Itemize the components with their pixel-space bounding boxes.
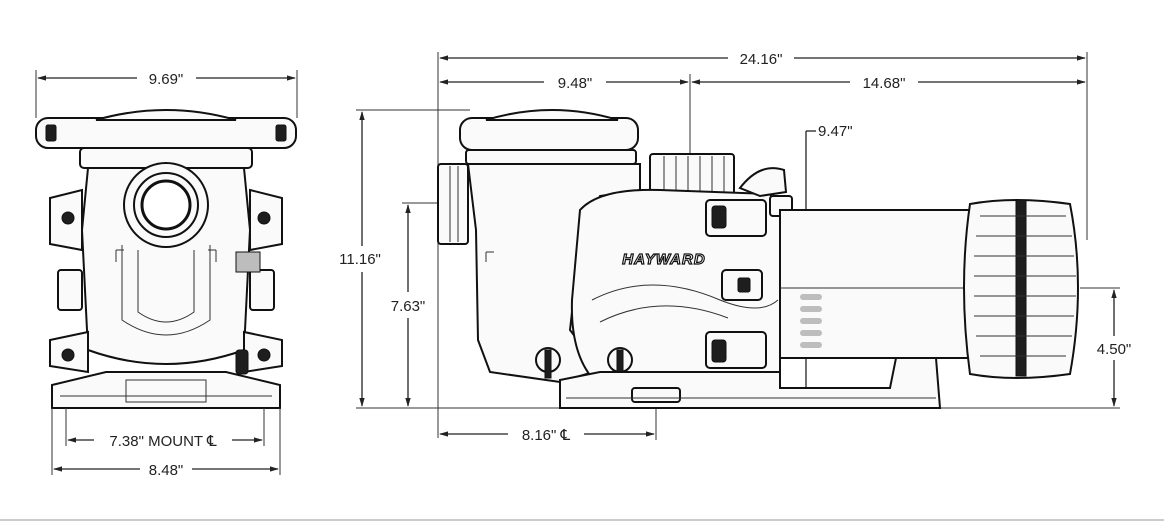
dim-front-mount-width: 7.38" MOUNT ℄ (109, 433, 217, 450)
vent-slot (800, 330, 822, 336)
vent-slot (800, 306, 822, 312)
lid-tab-right (275, 124, 287, 142)
dim-strainer-length: 9.48" (558, 75, 593, 92)
drain-plug-stem (544, 349, 552, 379)
bolt-icon (257, 211, 271, 225)
drain-plug-icon (235, 349, 249, 375)
centerline-mark (485, 251, 494, 262)
vent-slot (800, 342, 822, 348)
centerline-marks (115, 249, 217, 262)
housing-contour (121, 245, 211, 336)
lid-dome (95, 109, 237, 121)
side-latch-left (57, 269, 83, 311)
inlet-port-opening (140, 179, 192, 231)
bolt-icon (711, 339, 727, 363)
vent-slot (800, 294, 822, 300)
dim-overall-height: 11.16" (339, 251, 381, 268)
bolt-icon (61, 348, 75, 362)
dim-front-top-width: 9.69" (149, 71, 184, 88)
dim-overall-length: 24.16" (740, 51, 783, 68)
inlet-port-side (437, 163, 469, 245)
dim-inlet-height: 7.63" (391, 298, 426, 315)
dim-front-base-width: 8.48" (149, 462, 184, 479)
side-view: 24.16" 9.48" 14.68" 9.47" 11.16" 7.63" 4… (339, 51, 1131, 444)
fan-cover-band (1015, 199, 1027, 377)
volute-contour (591, 284, 779, 309)
base-slot (125, 379, 207, 403)
dim-discharge-height: 9.47" (818, 123, 853, 140)
lid-dome-side (485, 109, 619, 121)
latch-icon (737, 277, 751, 293)
side-grille (235, 251, 261, 273)
discharge-port (649, 153, 735, 195)
dim-motor-length: 14.68" (863, 75, 906, 92)
lid-tab-left (45, 124, 57, 142)
carry-handle (738, 167, 788, 198)
bolt-icon (61, 211, 75, 225)
vent-slot (800, 318, 822, 324)
dim-shaft-height: 4.50" (1097, 341, 1132, 358)
lid-ring-side (465, 149, 637, 165)
base-foot (631, 387, 681, 403)
bolt-icon (711, 205, 727, 229)
volute-contour-inner (599, 305, 729, 323)
bolt-icon (257, 348, 271, 362)
brand-logo: HAYWARD (622, 251, 705, 268)
dim-mount-centerline: 8.16" ℄ (522, 427, 571, 444)
housing-contour-inner (137, 250, 195, 323)
side-latch-right (249, 269, 275, 311)
strainer-lid (35, 117, 297, 149)
strainer-lid-side (459, 117, 639, 151)
front-view: 9.69" (35, 70, 298, 479)
pump-base-front (51, 371, 281, 409)
